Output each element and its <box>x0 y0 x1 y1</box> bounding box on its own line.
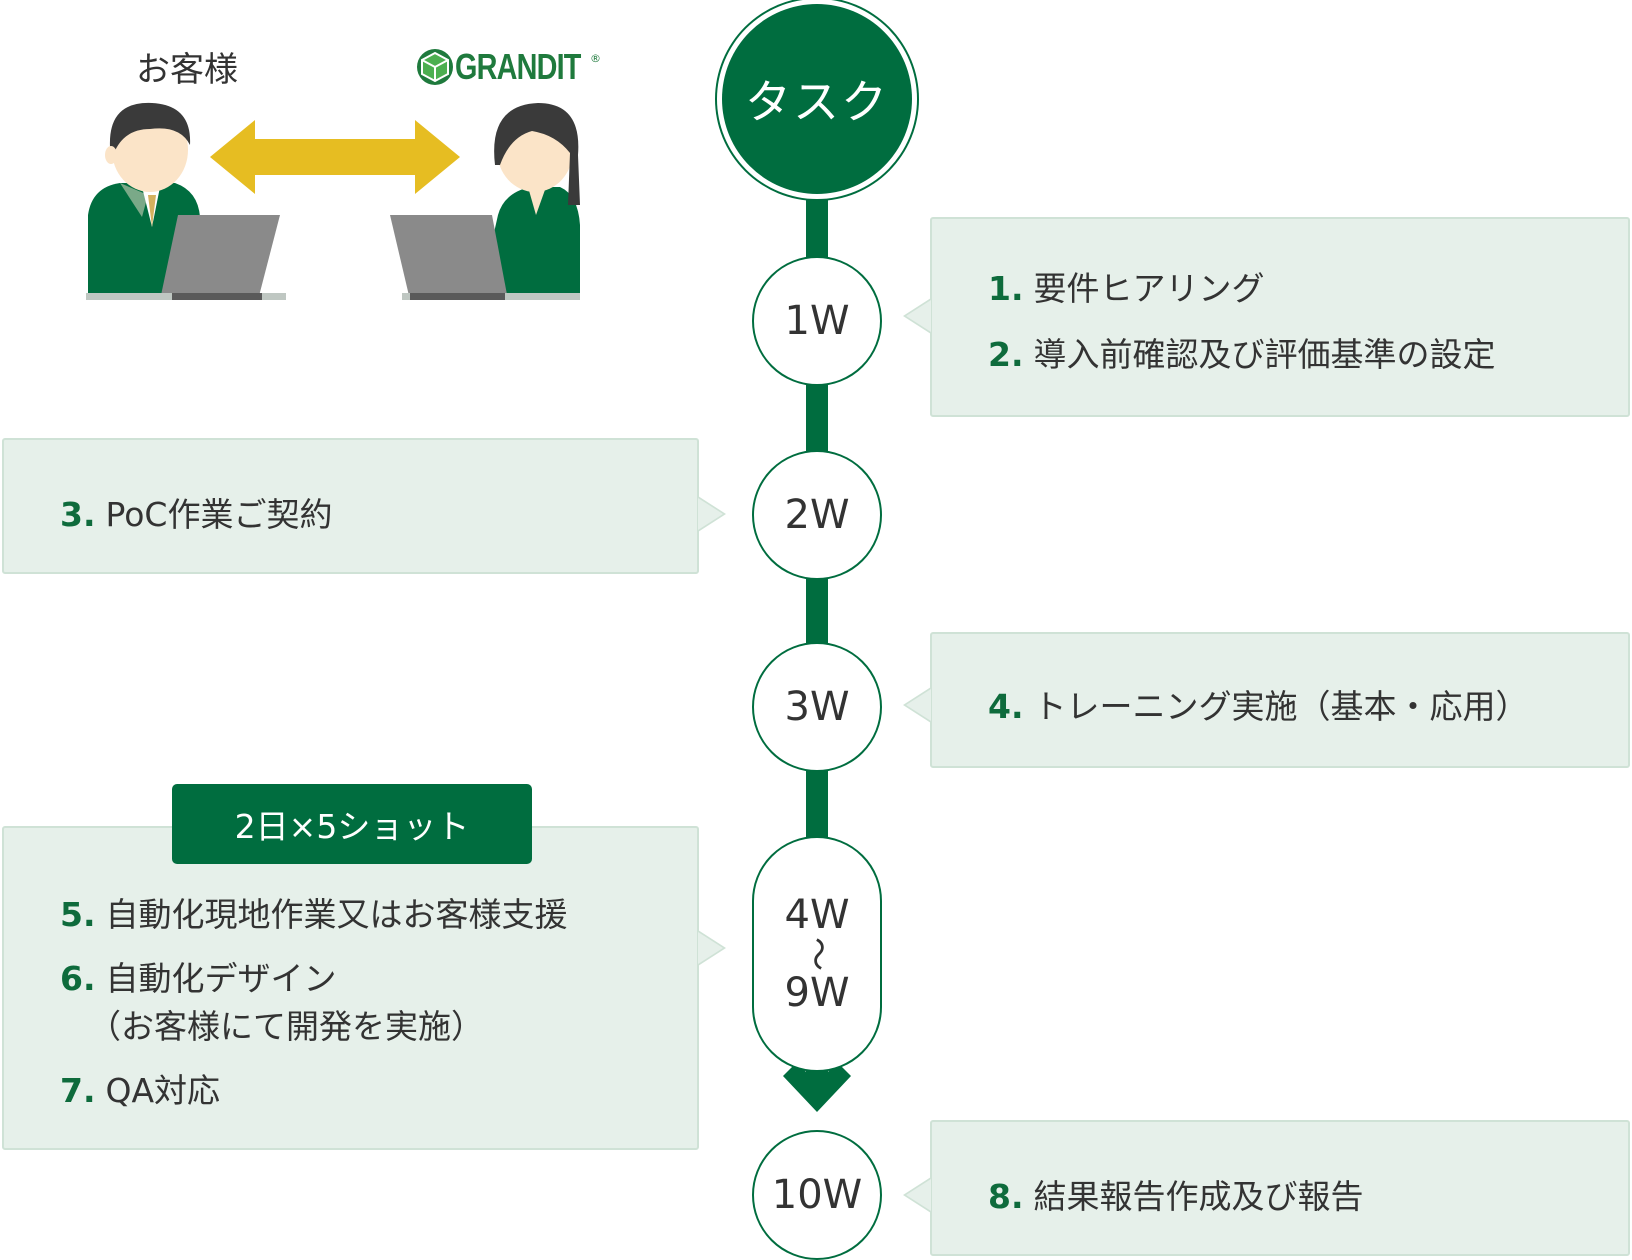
logo-text: GRANDIT <box>455 46 581 87</box>
list-item-6: 6.自動化デザイン <box>60 959 337 998</box>
week-3-node: 3W <box>752 642 882 772</box>
callout-tail-4 <box>698 930 726 966</box>
callout-box-4 <box>2 826 699 1150</box>
double-arrow <box>210 120 460 194</box>
callout-tail-3 <box>903 687 931 723</box>
callout-tail-5 <box>903 1177 931 1213</box>
callout-box-3 <box>930 632 1630 768</box>
range-separator: 〜 <box>797 937 837 971</box>
task-circle: タスク <box>722 4 912 194</box>
week-4-label: 4W <box>784 892 850 938</box>
grandit-logo: GRANDIT ® <box>415 46 601 88</box>
list-item-3: 3.PoC作業ご契約 <box>60 495 333 534</box>
week-9-label: 9W <box>784 970 850 1016</box>
week-3-label: 3W <box>784 684 850 730</box>
callout-tail-2 <box>698 496 726 532</box>
staff-figure <box>390 103 580 300</box>
week-1-label: 1W <box>784 298 850 344</box>
callout-box-5 <box>930 1120 1630 1256</box>
list-item-4: 4.トレーニング実施（基本・応用） <box>988 687 1529 726</box>
registered-mark: ® <box>590 51 601 65</box>
list-item-8: 8.結果報告作成及び報告 <box>988 1177 1364 1216</box>
week-10-node: 10W <box>752 1130 882 1260</box>
list-item-1: 1.要件ヒアリング <box>988 269 1265 308</box>
list-item-5: 5.自動化現地作業又はお客様支援 <box>60 895 568 934</box>
customer-label: お客様 <box>136 50 238 90</box>
week-2-node: 2W <box>752 450 882 580</box>
list-item-6-note: （お客様にて開発を実施） <box>88 1007 484 1046</box>
callout-box-1 <box>930 217 1630 417</box>
people-illustration <box>86 102 580 300</box>
week-4-9-node: 4W 〜 9W <box>752 836 882 1072</box>
week-10-label: 10W <box>771 1172 863 1218</box>
cube-icon <box>417 49 453 85</box>
shot-badge: 2日×5ショット <box>172 784 532 864</box>
callout-tail-1 <box>903 298 931 334</box>
down-arrow-icon <box>783 1062 851 1112</box>
customer-figure <box>86 102 286 300</box>
list-item-7: 7.QA対応 <box>60 1071 221 1110</box>
callout-box-2 <box>2 438 699 574</box>
week-2-label: 2W <box>784 492 850 538</box>
list-item-2: 2.導入前確認及び評価基準の設定 <box>988 335 1496 374</box>
week-1-node: 1W <box>752 256 882 386</box>
